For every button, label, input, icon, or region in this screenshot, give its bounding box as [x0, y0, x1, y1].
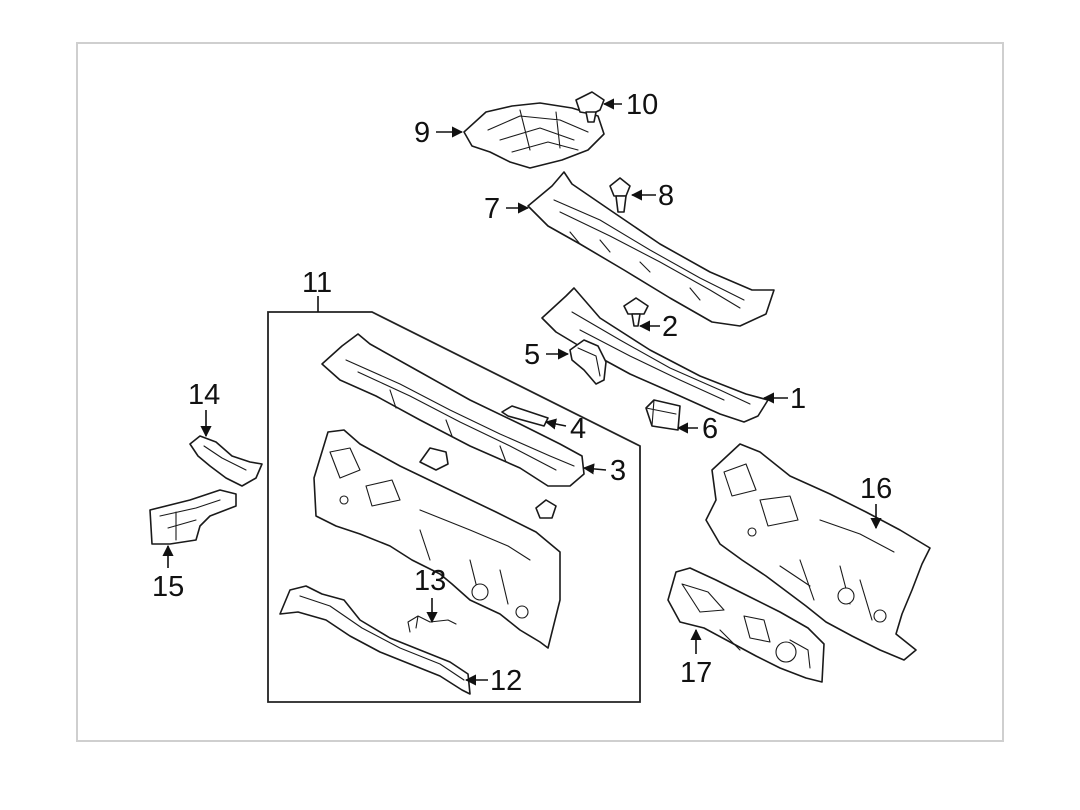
- part-6-bracket: [645, 399, 681, 431]
- part-1-cowl-panel: [541, 287, 769, 423]
- callout-2: 2: [662, 311, 678, 343]
- part-17-insulator: [667, 567, 825, 683]
- callout-13: 13: [414, 565, 446, 597]
- callout-6: 6: [702, 413, 718, 445]
- grommet: [535, 499, 557, 519]
- callout-12: 12: [490, 665, 522, 697]
- callout-10: 10: [626, 89, 658, 121]
- part-9-cowl-cover: [463, 102, 605, 169]
- callout-4: 4: [570, 413, 586, 445]
- callout-14: 14: [188, 379, 220, 411]
- part-16-dash-panel: [705, 443, 931, 661]
- part-15-side-panel: [149, 489, 237, 545]
- gusset: [419, 447, 449, 471]
- part-8-fastener: [609, 177, 631, 213]
- dash-panel: [313, 429, 561, 649]
- part-2-clip: [623, 297, 649, 327]
- callout-5: 5: [524, 339, 540, 371]
- callout-3: 3: [610, 455, 626, 487]
- part-5-seal: [569, 339, 607, 385]
- leaders: [162, 98, 882, 686]
- callout-17: 17: [680, 657, 712, 689]
- part-10-clip: [575, 91, 605, 123]
- part-12-cross-member: [279, 585, 471, 695]
- callout-9: 9: [414, 117, 430, 149]
- part-14-bracket: [189, 435, 263, 487]
- callout-7: 7: [484, 193, 500, 225]
- callout-15: 15: [152, 571, 184, 603]
- callout-1: 1: [790, 383, 806, 415]
- callout-8: 8: [658, 180, 674, 212]
- callout-11: 11: [302, 267, 332, 299]
- part-7-cowl-grille: [527, 171, 775, 327]
- assembly-11-bracket: [267, 311, 641, 703]
- callout-16: 16: [860, 473, 892, 505]
